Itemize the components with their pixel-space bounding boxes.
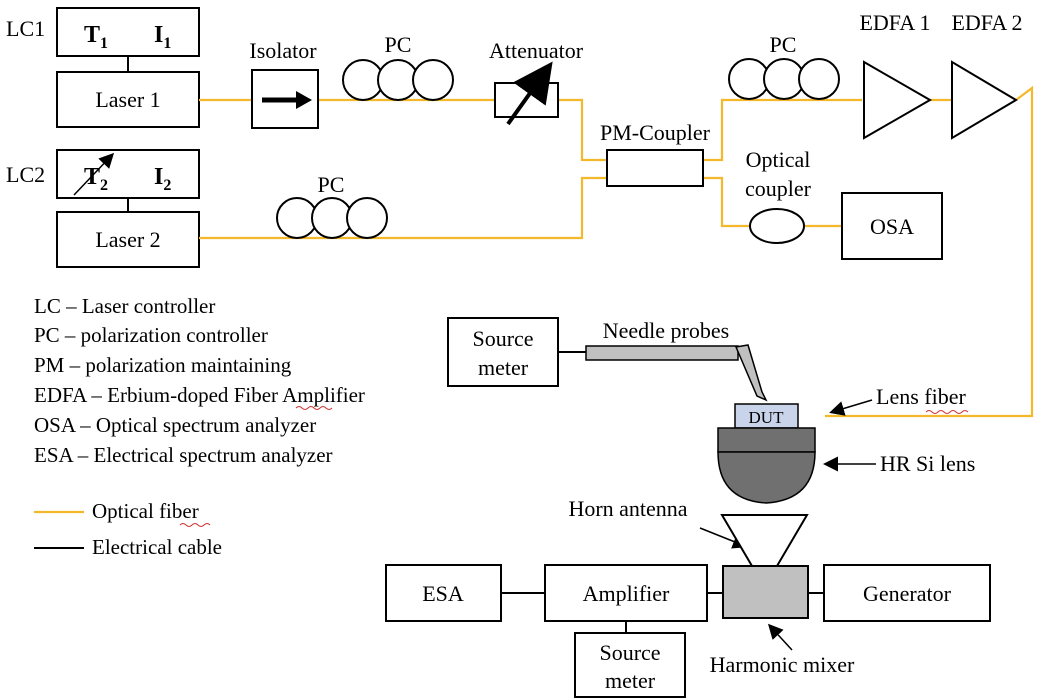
pc-bottom-label: PC <box>318 172 345 197</box>
pc-right-loop-3 <box>798 58 840 100</box>
horn-antenna-label: Horn antenna <box>568 496 687 521</box>
hr-si-lens-label: HR Si lens <box>880 451 975 476</box>
harmonic-mixer <box>722 565 809 619</box>
needle-probe-tip <box>734 344 768 402</box>
legend-optical-fiber: Optical fiber <box>92 499 199 523</box>
spellcheck-underline <box>925 410 969 414</box>
harmonic-mixer-arrow-icon <box>767 623 793 651</box>
legend-osa: OSA – Optical spectrum analyzer <box>34 413 316 437</box>
legend-pc: PC – polarization controller <box>34 323 268 347</box>
lens-fiber-label: Lens fiber <box>876 384 966 409</box>
hr-si-lens <box>717 451 816 504</box>
harmonic-mixer-label: Harmonic mixer <box>710 652 855 677</box>
attenuator-label: Attenuator <box>489 38 584 63</box>
pc-right-label: PC <box>770 32 797 57</box>
pc-top-label: PC <box>385 32 412 57</box>
laser-1-label: Laser 1 <box>95 87 160 112</box>
t1-label: T1 <box>84 22 108 52</box>
pc-top-loop-3 <box>412 59 454 101</box>
lc1-label: LC1 <box>6 16 45 41</box>
edfa1-label: EDFA 1 <box>859 10 930 35</box>
source-meter-2-line2: meter <box>605 668 656 693</box>
laser-controller-2 <box>56 149 200 199</box>
hr-si-lens-base <box>717 427 816 453</box>
esa-label: ESA <box>422 581 464 606</box>
dut <box>734 403 799 429</box>
tuning-arrow-icon <box>73 152 115 196</box>
lc2-label: LC2 <box>6 162 45 187</box>
needle-probes-label: Needle probes <box>603 318 729 343</box>
osa <box>841 192 943 260</box>
source-meter-2-line1: Source <box>599 640 660 665</box>
fiber-laser2-coupler <box>199 176 607 240</box>
legend-esa: ESA – Electrical spectrum analyzer <box>34 443 333 467</box>
edfa-2 <box>951 60 1018 140</box>
attenuator-arrow-icon <box>506 61 553 126</box>
optical-coupler-label-line2: coupler <box>745 176 812 201</box>
amplifier <box>544 564 708 622</box>
edfa-1 <box>863 60 933 140</box>
pm-coupler <box>606 149 704 187</box>
horn-antenna <box>720 514 809 567</box>
legend-electrical-cable: Electrical cable <box>92 535 222 559</box>
source-meter-1-line2: meter <box>478 355 529 380</box>
edfa2-label: EDFA 2 <box>951 10 1022 35</box>
spellcheck-underline <box>295 406 333 410</box>
generator-label: Generator <box>863 581 952 606</box>
legend-lc: LC – Laser controller <box>34 294 215 318</box>
fiber-edfa2-lens <box>825 85 1034 418</box>
laser-controller-1 <box>56 7 200 57</box>
osa-label: OSA <box>870 214 914 239</box>
i2-label: I2 <box>154 164 171 194</box>
legend-edfa: EDFA – Erbium-doped Fiber Amplifier <box>34 383 365 407</box>
amplifier-label: Amplifier <box>583 581 670 606</box>
i1-label: I1 <box>154 22 171 52</box>
spellcheck-underline <box>179 523 211 527</box>
laser-2 <box>56 211 200 268</box>
fiber-coupler-edfa <box>703 98 862 162</box>
optical-coupler <box>749 208 805 244</box>
lens-fiber-arrow-icon <box>829 399 873 416</box>
isolator-label: Isolator <box>249 38 317 63</box>
pc-bottom-loop-3 <box>346 197 388 239</box>
source-meter-1-line1: Source <box>472 326 533 351</box>
laser-1 <box>56 71 200 128</box>
generator <box>823 564 991 622</box>
needle-probe <box>585 345 739 361</box>
pm-coupler-label: PM-Coupler <box>600 120 711 145</box>
esa <box>385 564 502 622</box>
legend-pm: PM – polarization maintaining <box>34 353 292 377</box>
dut-label: DUT <box>749 408 785 427</box>
isolator-arrowhead-icon <box>296 91 312 109</box>
source-meter-2 <box>574 632 686 698</box>
optical-coupler-label-line1: Optical <box>746 147 811 172</box>
fiber-attenuator-coupler <box>558 98 607 162</box>
fiber-coupler-tap <box>703 176 750 228</box>
laser-2-label: Laser 2 <box>95 227 160 252</box>
